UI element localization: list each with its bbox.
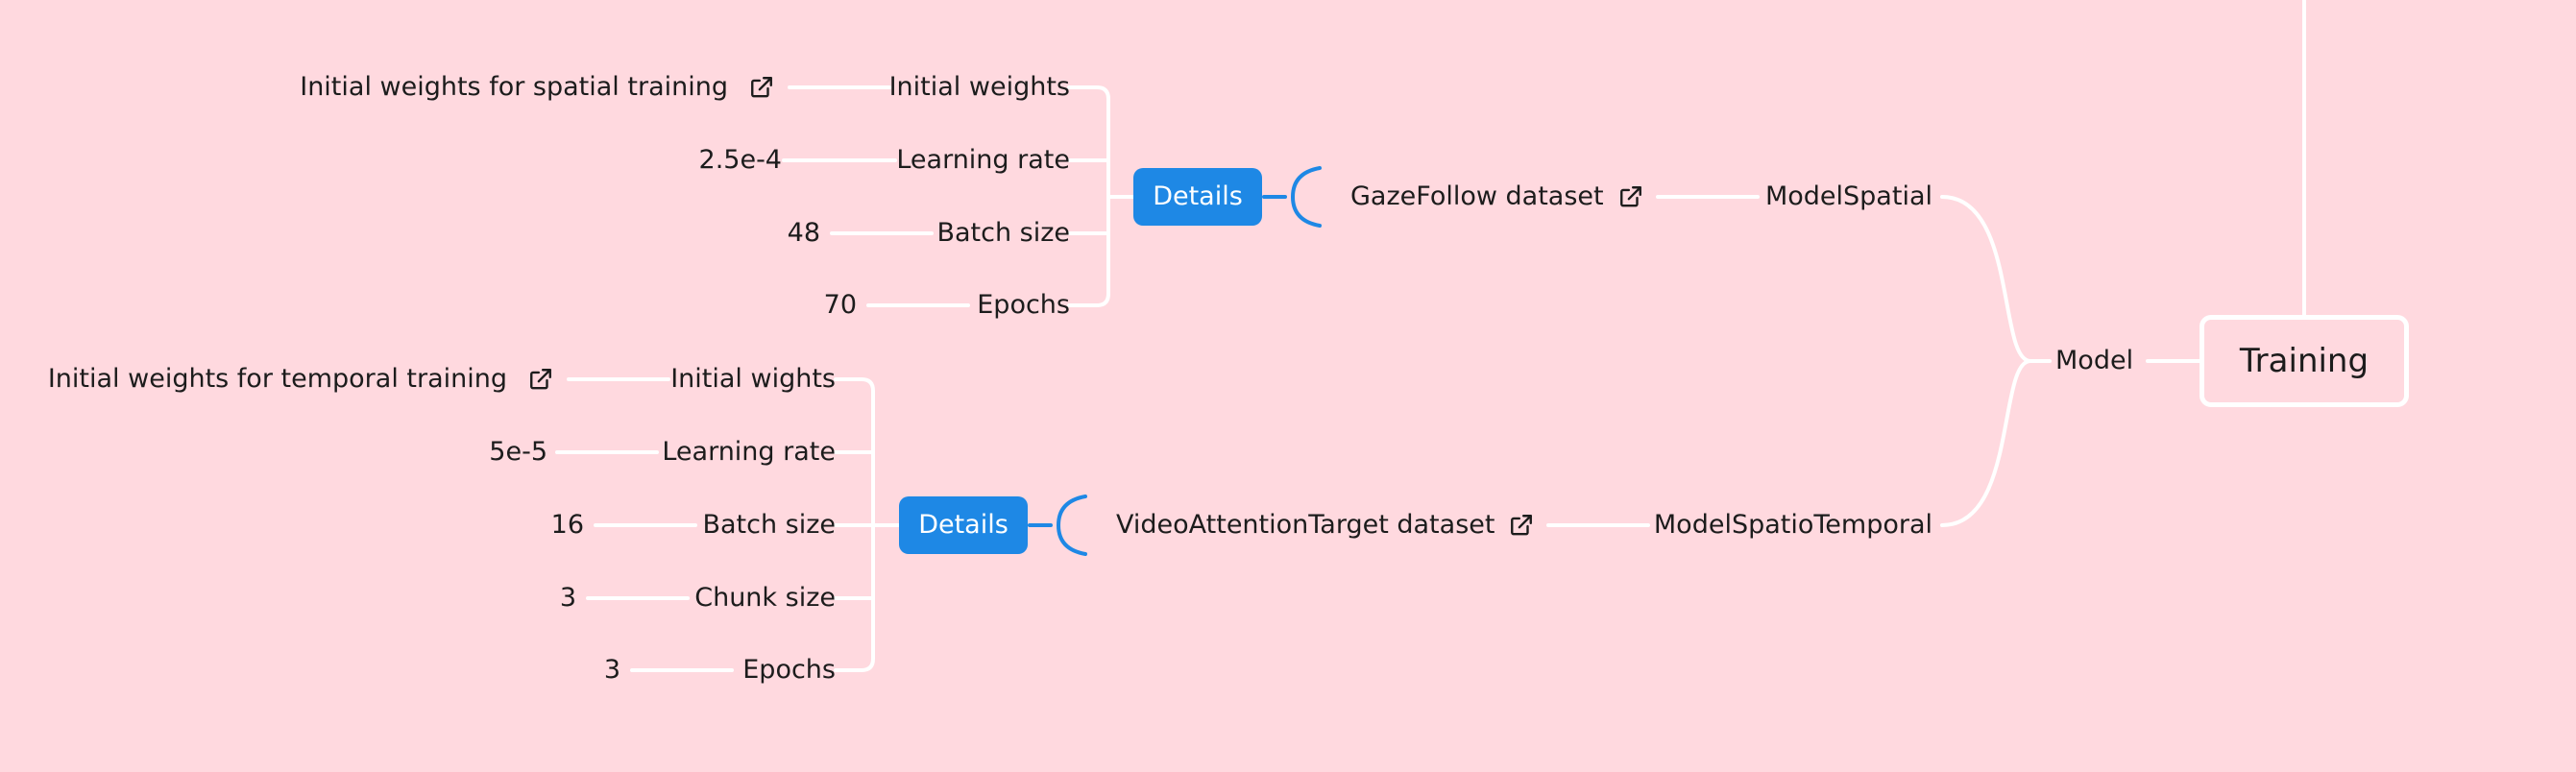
external-link-icon[interactable] — [1618, 184, 1643, 209]
spatiotemporal-param-value[interactable]: 3 — [603, 655, 620, 685]
spatiotemporal-param-label[interactable]: Chunk size — [694, 583, 836, 613]
spatial-param-value[interactable]: 48 — [787, 218, 820, 248]
spatiotemporal-param-label[interactable]: Learning rate — [662, 437, 836, 467]
spatial-param-label[interactable]: Initial weights — [888, 72, 1070, 102]
spatiotemporal-param-value[interactable]: 5e-5 — [489, 437, 547, 467]
model-spatiotemporal-connector — [1940, 359, 2032, 527]
model-spatial-node[interactable]: ModelSpatial — [1764, 181, 1932, 211]
spatiotemporal-param-label[interactable]: Epochs — [742, 655, 836, 685]
spatial-param-label[interactable]: Epochs — [977, 290, 1070, 320]
gazefollow-dataset-node[interactable]: GazeFollow dataset — [1350, 181, 1604, 211]
spatiotemporal-param-value[interactable]: 3 — [559, 583, 576, 613]
spatiotemporal-param-value[interactable]: 16 — [550, 510, 584, 540]
model-spatiotemporal-node[interactable]: ModelSpatioTemporal — [1653, 510, 1932, 540]
external-link-icon[interactable] — [528, 367, 553, 392]
spatiotemporal-param-label[interactable]: Initial wights — [670, 364, 836, 394]
spatial-param-label[interactable]: Learning rate — [896, 145, 1070, 175]
external-link-icon[interactable] — [1509, 513, 1534, 538]
training-root-node[interactable]: Training — [2199, 315, 2409, 407]
spatiotemporal-details-button[interactable]: Details — [899, 496, 1028, 554]
model-node[interactable]: Model — [2055, 346, 2134, 375]
spatial-param-value[interactable]: 70 — [823, 290, 857, 320]
videoattentiontarget-dataset-node[interactable]: VideoAttentionTarget dataset — [1116, 510, 1495, 540]
spatial-param-label[interactable]: Batch size — [936, 218, 1070, 248]
spatial-details-button[interactable]: Details — [1133, 168, 1262, 226]
spatial-param-value[interactable]: 2.5e-4 — [698, 145, 782, 175]
spatiotemporal-summary-brace — [1056, 495, 1087, 556]
spatial-param-value[interactable]: Initial weights for spatial training — [300, 72, 728, 102]
model-spatial-connector — [1940, 195, 2052, 363]
spatial-bracket — [1067, 85, 1110, 307]
spatial-summary-brace — [1290, 166, 1322, 228]
external-link-icon[interactable] — [749, 75, 774, 100]
spatiotemporal-param-label[interactable]: Batch size — [702, 510, 836, 540]
spatiotemporal-param-value[interactable]: Initial weights for temporal training — [47, 364, 507, 394]
